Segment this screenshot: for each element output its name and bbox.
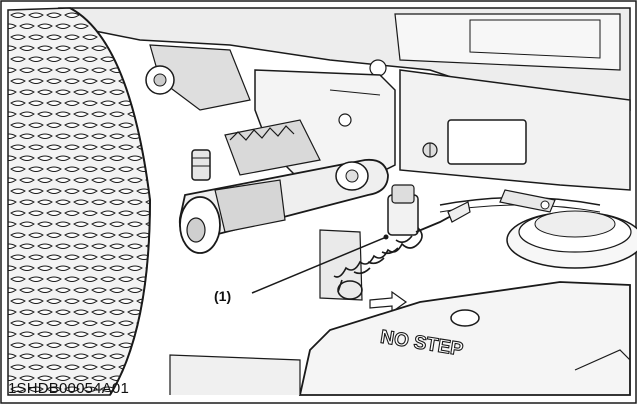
callout-target-dot <box>383 234 389 240</box>
pulley-assembly <box>439 189 637 269</box>
tire <box>7 7 152 396</box>
callout-label: (1) <box>214 288 232 304</box>
direction-arrow <box>369 290 408 314</box>
right-housing <box>399 69 631 191</box>
lever-arm <box>178 149 389 254</box>
spring-anchor-bolt <box>319 184 419 301</box>
mower-deck <box>169 281 631 396</box>
figure-code: 1SHDB00054A01 <box>8 380 130 397</box>
callout-leader-line <box>251 237 385 294</box>
center-bracket <box>224 69 396 181</box>
coil-spring <box>333 201 471 300</box>
